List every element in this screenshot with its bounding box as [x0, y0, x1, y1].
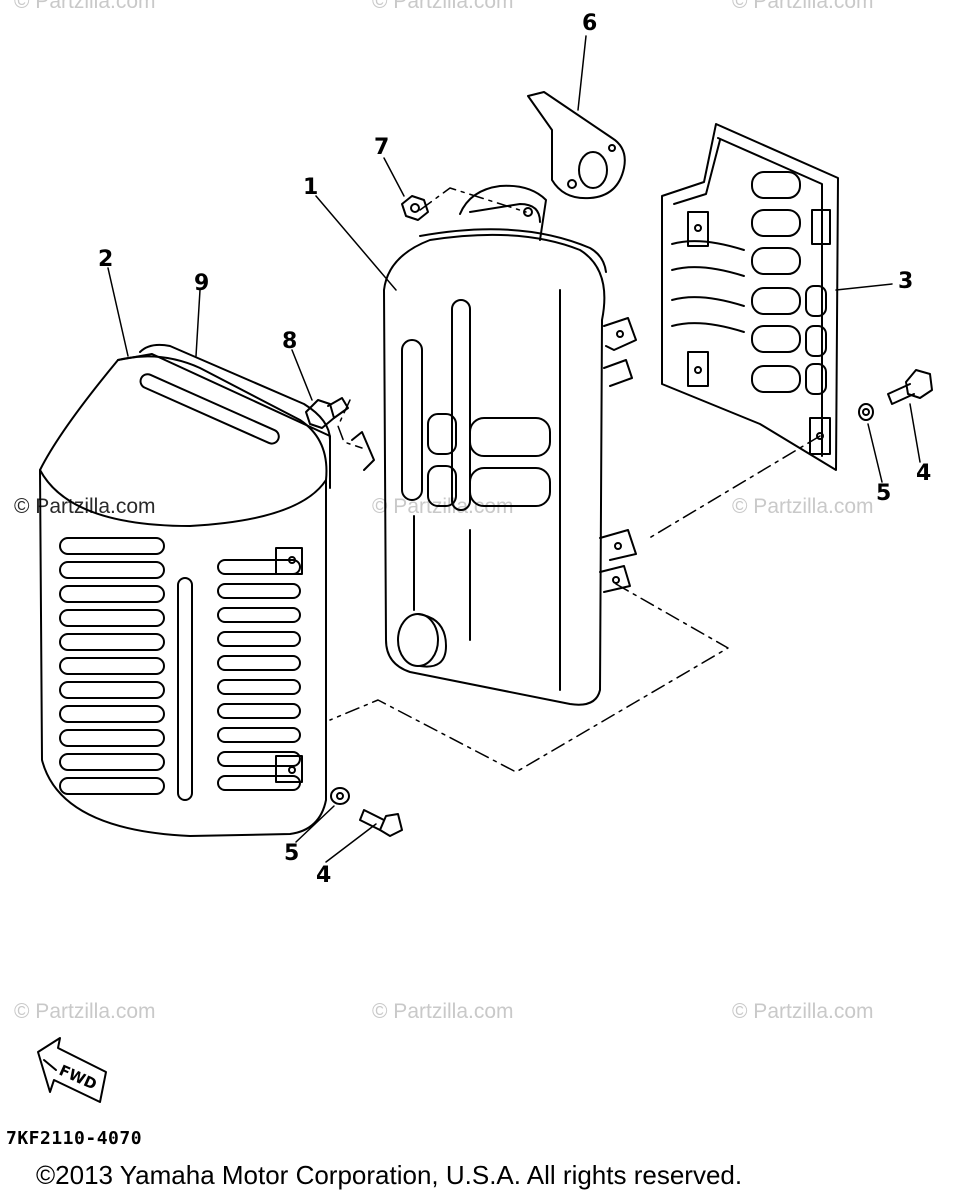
callout-7: 7: [374, 135, 389, 160]
callout-3: 3: [898, 269, 913, 294]
watermark-top-left: © Partzilla.com: [14, 0, 156, 13]
watermark-top-right: © Partzilla.com: [732, 0, 874, 13]
gasket: [527, 91, 626, 200]
callout-5-right: 5: [876, 481, 891, 506]
drawing-code: 7KF2110-4070: [6, 1128, 143, 1149]
bolt-washer-right: [858, 369, 933, 421]
callout-6: 6: [582, 11, 597, 36]
heat-shield-plate: [661, 123, 839, 471]
callout-4-left: 4: [316, 863, 331, 888]
watermark-mid-right: © Partzilla.com: [732, 495, 874, 518]
callout-4-right: 4: [916, 461, 931, 486]
nut: [401, 195, 429, 221]
callout-1: 1: [303, 175, 318, 200]
copyright-notice: ©2013 Yamaha Motor Corporation, U.S.A. A…: [36, 1160, 743, 1190]
muffler-body: [383, 184, 637, 706]
callout-8: 8: [282, 329, 297, 354]
bolt-washer-left: [330, 787, 403, 837]
watermark-bottom-right: © Partzilla.com: [732, 1000, 874, 1023]
muffler-cover: [39, 343, 375, 837]
alignment-lines: [329, 187, 821, 773]
callout-9: 9: [194, 271, 209, 296]
callout-5-left: 5: [284, 841, 299, 866]
callout-leaders: [107, 35, 921, 863]
fwd-arrow-icon: FWD: [37, 1037, 107, 1103]
cover-louvers-left: [59, 537, 165, 795]
callout-2: 2: [98, 247, 113, 272]
bolt-top: [305, 397, 349, 429]
watermark-bottom-center: © Partzilla.com: [372, 1000, 514, 1023]
watermark-bottom-left: © Partzilla.com: [14, 1000, 156, 1023]
watermark-mid-left: © Partzilla.com: [14, 495, 156, 518]
watermark-top-center: © Partzilla.com: [372, 0, 514, 13]
